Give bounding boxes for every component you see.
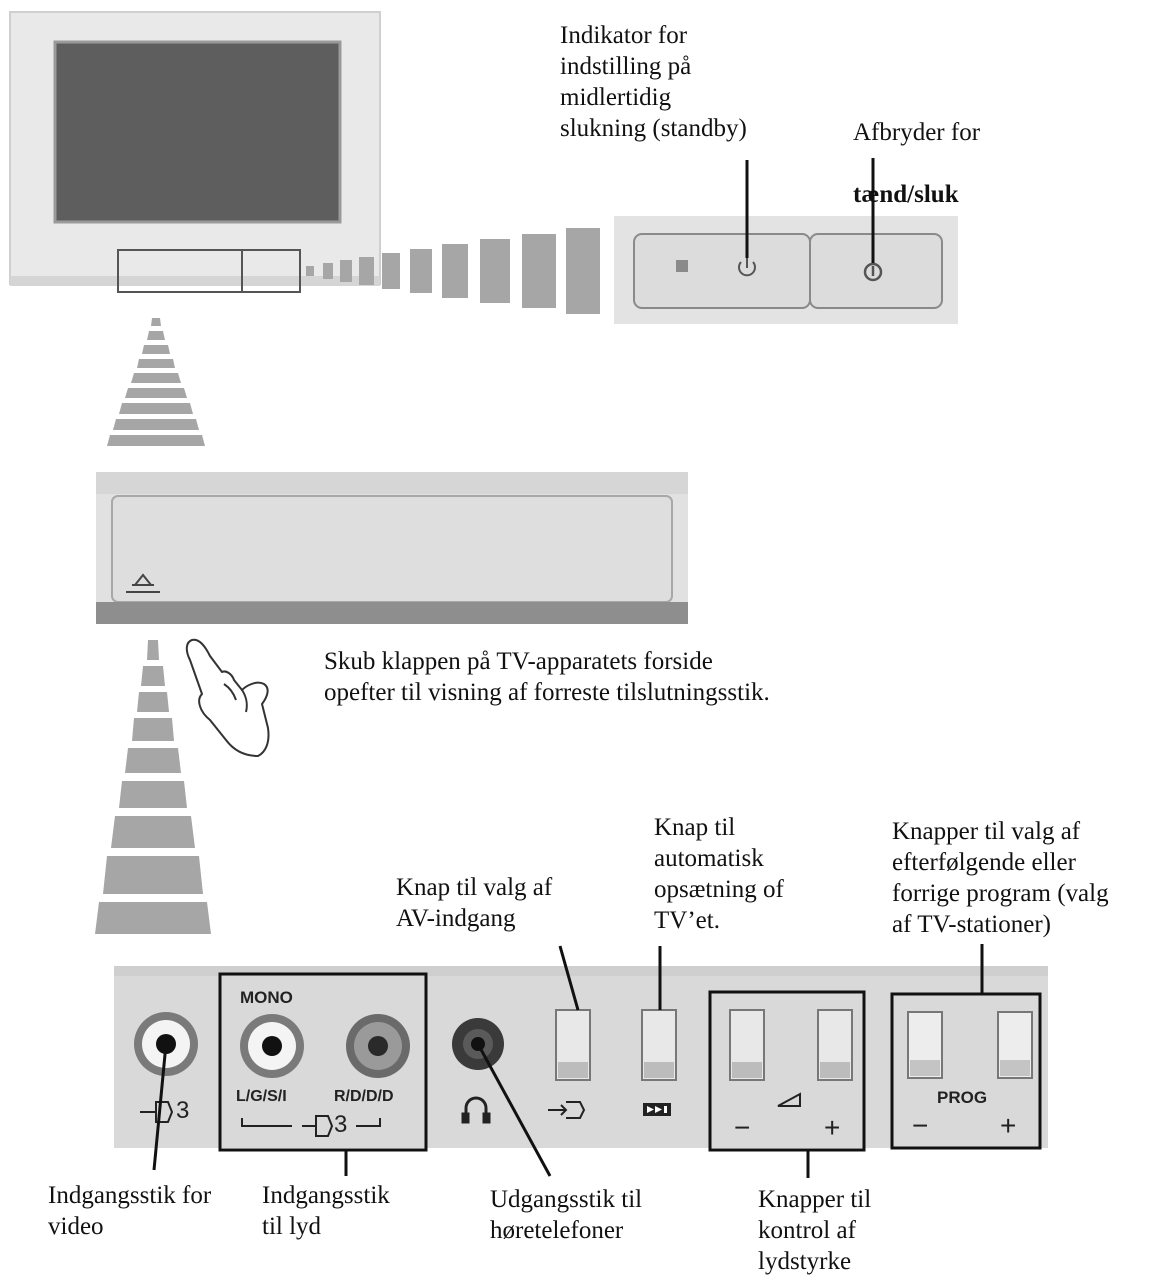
hand-icon bbox=[185, 638, 270, 757]
input-select-icon bbox=[548, 1101, 586, 1119]
av-input-button-label: Knap til valg af AV-indgang bbox=[396, 874, 553, 932]
volume-buttons-label: Knapper til kontrol af lydstyrke bbox=[758, 1186, 872, 1275]
audio-input-label: Indgangsstik til lyd bbox=[262, 1182, 390, 1240]
volume-down-button[interactable] bbox=[729, 1009, 765, 1081]
video-input-number: 3 bbox=[176, 1097, 190, 1124]
mono-label: MONO bbox=[240, 988, 293, 1007]
program-up-button[interactable] bbox=[997, 1011, 1033, 1079]
volume-minus-label: − bbox=[734, 1112, 751, 1143]
power-switch-icon[interactable] bbox=[863, 262, 883, 282]
zoom-stripes-pyramid-top bbox=[107, 318, 205, 446]
av-input-symbol-audio bbox=[241, 1115, 381, 1137]
prog-plus-label: + bbox=[1000, 1110, 1017, 1141]
power-switch-label-bold: tænd/sluk bbox=[853, 181, 959, 208]
leader-lines-bottom bbox=[152, 944, 984, 1178]
headphones-icon bbox=[461, 1096, 491, 1124]
power-panel bbox=[614, 216, 958, 324]
right-channel-label: R/D/D/D bbox=[334, 1088, 394, 1105]
audio-right-jack[interactable] bbox=[346, 1014, 410, 1078]
power-switch-label: Afbryder for tænd/sluk bbox=[853, 86, 980, 210]
audio-input-number: 3 bbox=[334, 1111, 348, 1138]
standby-indicator-label: Indikator for indstilling på midlertidig… bbox=[560, 22, 747, 142]
headphone-output-label: Udgangsstik til høretelefoner bbox=[490, 1186, 643, 1244]
left-channel-label: L/G/S/I bbox=[236, 1088, 287, 1105]
av-input-button[interactable] bbox=[555, 1009, 591, 1081]
volume-ramp-icon bbox=[777, 1092, 801, 1107]
flap-open-icon bbox=[126, 573, 160, 593]
tv-set bbox=[9, 11, 381, 293]
flap-instruction: Skub klappen på TV-apparatets forside op… bbox=[324, 648, 770, 706]
audio-left-jack[interactable] bbox=[240, 1014, 304, 1078]
front-flap bbox=[96, 472, 688, 624]
prog-minus-label: − bbox=[912, 1110, 929, 1141]
av-input-symbol-video bbox=[140, 1101, 174, 1123]
auto-setup-icon bbox=[643, 1103, 671, 1116]
prog-label: PROG bbox=[937, 1088, 988, 1107]
power-switch-label-line1: Afbryder for bbox=[853, 119, 981, 146]
auto-setup-button-label: Knap til automatisk opsætning of TV’et. bbox=[654, 814, 784, 934]
program-buttons-label: Knapper til valg af efterfølgende eller … bbox=[892, 818, 1109, 938]
volume-plus-label: + bbox=[824, 1112, 841, 1143]
video-input-label: Indgangsstik for video bbox=[48, 1182, 212, 1240]
program-down-button[interactable] bbox=[907, 1011, 943, 1079]
zoom-stripes-horizontal bbox=[306, 228, 600, 314]
auto-setup-button[interactable] bbox=[641, 1009, 677, 1081]
volume-up-button[interactable] bbox=[817, 1009, 853, 1081]
zoom-stripes-pyramid-bottom bbox=[95, 640, 211, 934]
